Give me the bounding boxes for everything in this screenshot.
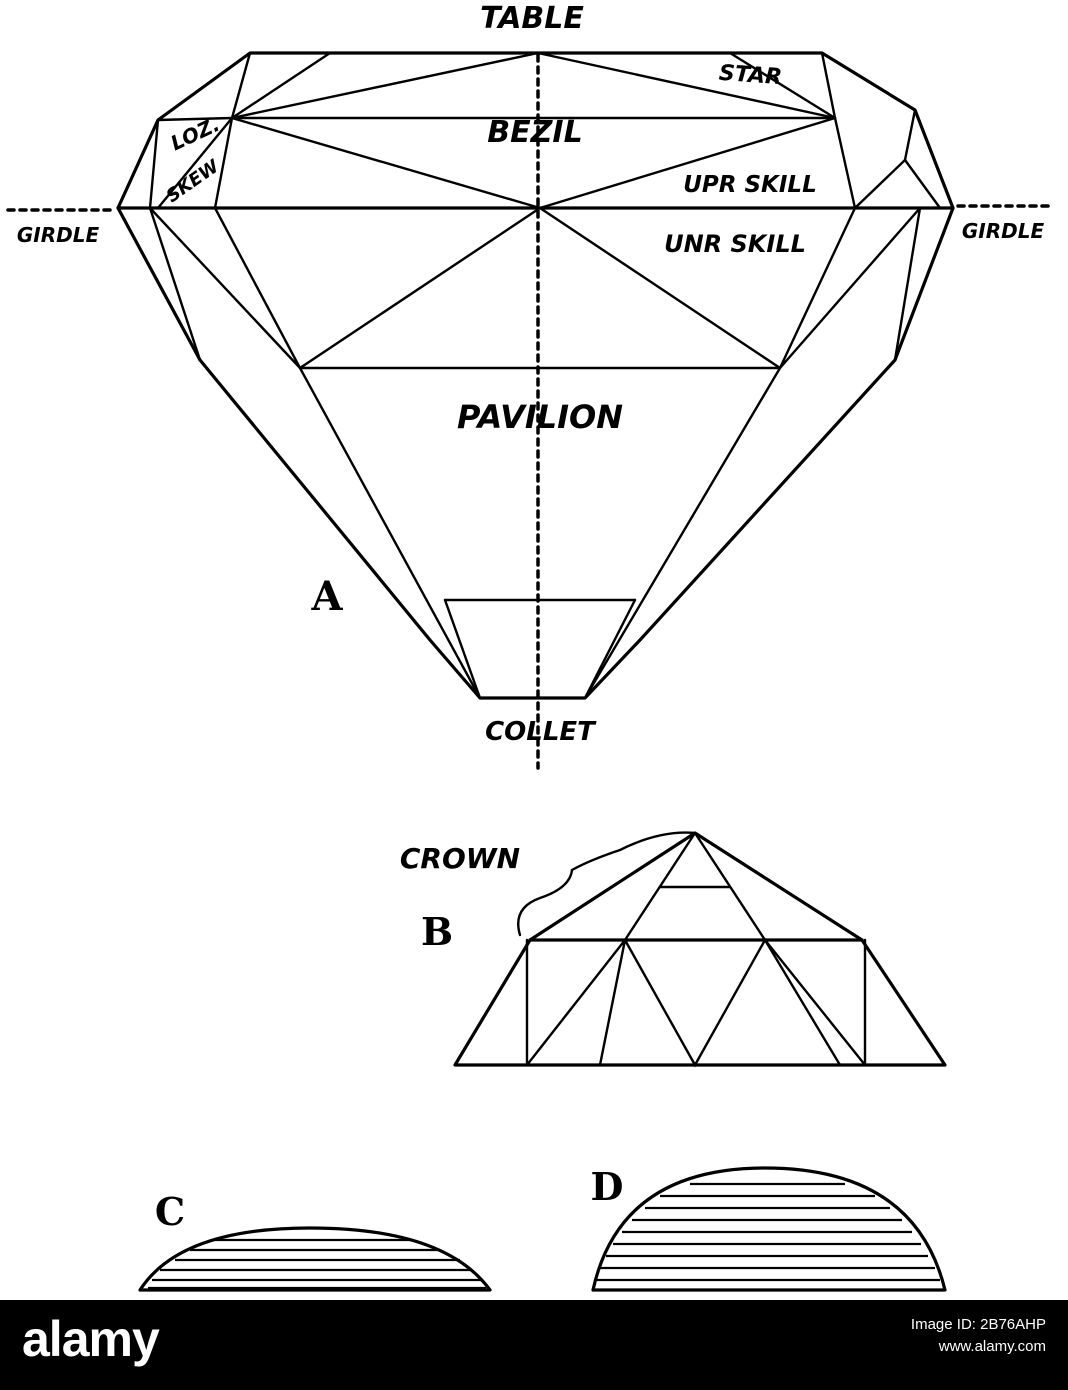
- figure-label-b: B: [421, 909, 453, 954]
- pav-left-upper: [148, 206, 302, 370]
- loz-edge: [156, 116, 234, 122]
- website-link[interactable]: www.alamy.com: [938, 1338, 1046, 1355]
- label-pavilion: PAVILION: [457, 398, 623, 436]
- star-facet-right: [536, 51, 837, 120]
- rose-tri-2: [623, 937, 842, 1068]
- skew-edge: [156, 116, 234, 210]
- image-id-label: Image ID: 2B76AHP: [910, 1316, 1046, 1333]
- figure-c-hatching: [148, 1238, 486, 1290]
- pav-right-inner: [778, 206, 857, 370]
- label-star: STAR: [718, 61, 783, 90]
- label-collet: COLLET: [485, 717, 597, 747]
- label-under-skill: UNR SKILL: [664, 230, 806, 258]
- pav-main-left: [298, 366, 482, 700]
- pav-edge-right: [893, 206, 922, 362]
- figure-label-a: A: [310, 573, 343, 620]
- pav-right-skill: [538, 206, 782, 370]
- figure-d-hatching: [596, 1182, 940, 1282]
- label-table: TABLE: [480, 1, 584, 36]
- pav-right-upper: [778, 206, 922, 370]
- loz-left: [148, 118, 160, 210]
- star-edge-l: [230, 51, 332, 120]
- pav-edge-left: [148, 206, 202, 362]
- rose-tri-1: [525, 939, 627, 1067]
- figure-c-outline: [138, 1226, 492, 1292]
- pav-left-skill: [298, 206, 542, 370]
- figure-label-d: D: [591, 1164, 624, 1209]
- label-bezil: BEZIL: [487, 115, 582, 150]
- bezil-right: [538, 116, 837, 210]
- collet-right: [583, 598, 637, 700]
- label-crown: CROWN: [400, 842, 520, 875]
- figure-d-outline: [591, 1166, 947, 1292]
- figure-d-cabochon: D: [591, 1164, 947, 1292]
- diagram-canvas: TABLE STAR LOZ. SKEW BEZIL UPR SKILL UNR…: [6, 1, 1052, 1292]
- right-side-facet-a: [903, 108, 917, 162]
- label-girdle-right: GIRDLE: [962, 219, 1045, 243]
- figure-a-brilliant: TABLE STAR LOZ. SKEW BEZIL UPR SKILL UNR…: [6, 1, 1052, 770]
- label-upper-skill: UPR SKILL: [683, 172, 817, 198]
- star-edge-r: [728, 51, 837, 120]
- figure-c-cabochon: C: [138, 1189, 492, 1292]
- figure-b-outline: [453, 831, 947, 1067]
- label-girdle-left: GIRDLE: [17, 223, 100, 247]
- right-side-facet-c: [853, 158, 907, 210]
- right-side-facet-b: [903, 158, 942, 210]
- pav-lower-left: [198, 358, 432, 642]
- stock-footer: alamy Image ID: 2B76AHP www.alamy.com: [0, 1300, 1068, 1390]
- star-facet-left: [230, 51, 540, 120]
- crown-right-edge: [820, 51, 857, 210]
- rose-tri-3: [763, 938, 867, 1067]
- alamy-logo[interactable]: alamy: [22, 1311, 160, 1367]
- pav-main-right: [583, 366, 782, 700]
- figure-label-c: C: [155, 1189, 185, 1234]
- bezil-left: [230, 116, 542, 210]
- image-id-block: Image ID: 2B76AHP www.alamy.com: [911, 1314, 1046, 1358]
- crown-pointer: [517, 831, 697, 937]
- gem-cut-diagram: TABLE STAR LOZ. SKEW BEZIL UPR SKILL UNR…: [6, 1, 1052, 1292]
- figure-b-rose: CROWN B: [400, 831, 947, 1068]
- pav-lower-right: [638, 358, 897, 642]
- collet-left: [443, 598, 482, 700]
- label-skew: SKEW: [163, 155, 224, 207]
- pav-left-inner: [213, 206, 302, 370]
